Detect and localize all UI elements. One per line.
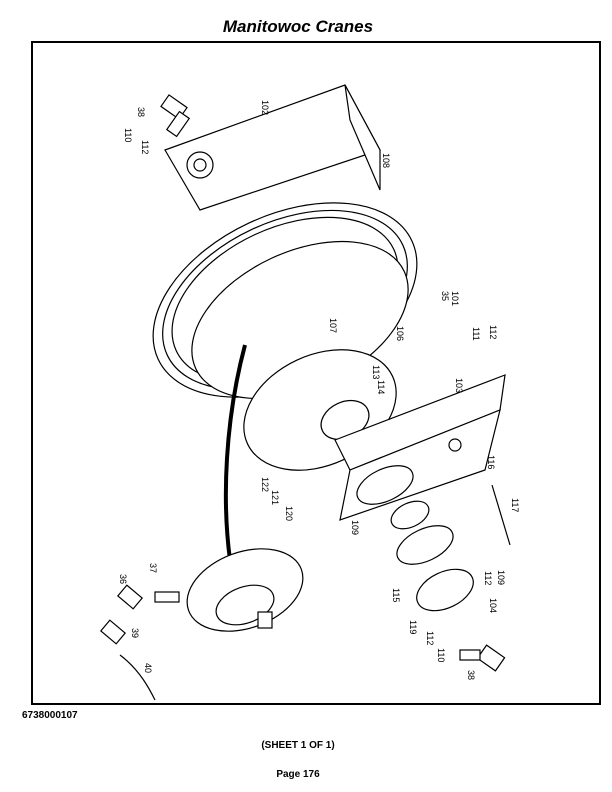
part-label: 109 bbox=[350, 520, 360, 535]
part-label: 36 bbox=[118, 574, 128, 584]
swivel-drum bbox=[186, 548, 304, 632]
part-label: 104 bbox=[488, 598, 498, 613]
part-label: 115 bbox=[391, 588, 401, 602]
part-label: 121 bbox=[270, 490, 280, 505]
part-label: 102 bbox=[260, 100, 270, 115]
part-label: 111 bbox=[471, 327, 481, 341]
part-label: 101 bbox=[450, 291, 460, 306]
bolt-117 bbox=[491, 484, 511, 546]
part-label: 110 bbox=[436, 648, 446, 662]
page-number: Page 176 bbox=[276, 769, 320, 780]
fitting-top bbox=[160, 94, 191, 138]
part-label: 112 bbox=[140, 140, 150, 154]
part-label: 122 bbox=[260, 477, 270, 492]
part-label: 35 bbox=[440, 291, 450, 301]
part-label: 114 bbox=[376, 380, 386, 394]
flanges bbox=[356, 465, 474, 612]
diagram-frame bbox=[31, 41, 601, 705]
part-label: 107 bbox=[328, 318, 338, 333]
part-label: 112 bbox=[488, 325, 498, 339]
part-label: 112 bbox=[483, 571, 493, 585]
part-label: 38 bbox=[136, 107, 146, 117]
part-label: 108 bbox=[381, 153, 391, 168]
sheet-indicator: (SHEET 1 OF 1) bbox=[261, 740, 335, 751]
hose bbox=[223, 344, 247, 561]
part-label: 39 bbox=[130, 628, 140, 638]
part-labels: 38 102 110 112 108 35 101 107 106 111 11… bbox=[118, 100, 520, 680]
part-label: 119 bbox=[408, 620, 418, 634]
part-label: 110 bbox=[123, 128, 133, 142]
part-label: 112 bbox=[425, 631, 435, 645]
document-number: 6738000107 bbox=[22, 710, 78, 721]
page-title: Manitowoc Cranes bbox=[222, 17, 374, 36]
part-label: 37 bbox=[148, 563, 158, 573]
part-label: 120 bbox=[284, 506, 294, 521]
part-label: 116 bbox=[486, 455, 496, 469]
part-label: 106 bbox=[395, 326, 405, 341]
reel-drum bbox=[152, 202, 418, 400]
part-label: 38 bbox=[466, 670, 476, 680]
upper-bracket bbox=[164, 84, 381, 211]
part-label: 117 bbox=[510, 498, 520, 512]
part-label: 40 bbox=[143, 663, 153, 673]
fitting-bottom-right bbox=[459, 644, 506, 672]
part-label: 103 bbox=[454, 378, 464, 393]
part-label: 113 bbox=[371, 365, 381, 379]
part-label: 109 bbox=[496, 570, 506, 585]
fittings-lower-left bbox=[99, 584, 180, 701]
